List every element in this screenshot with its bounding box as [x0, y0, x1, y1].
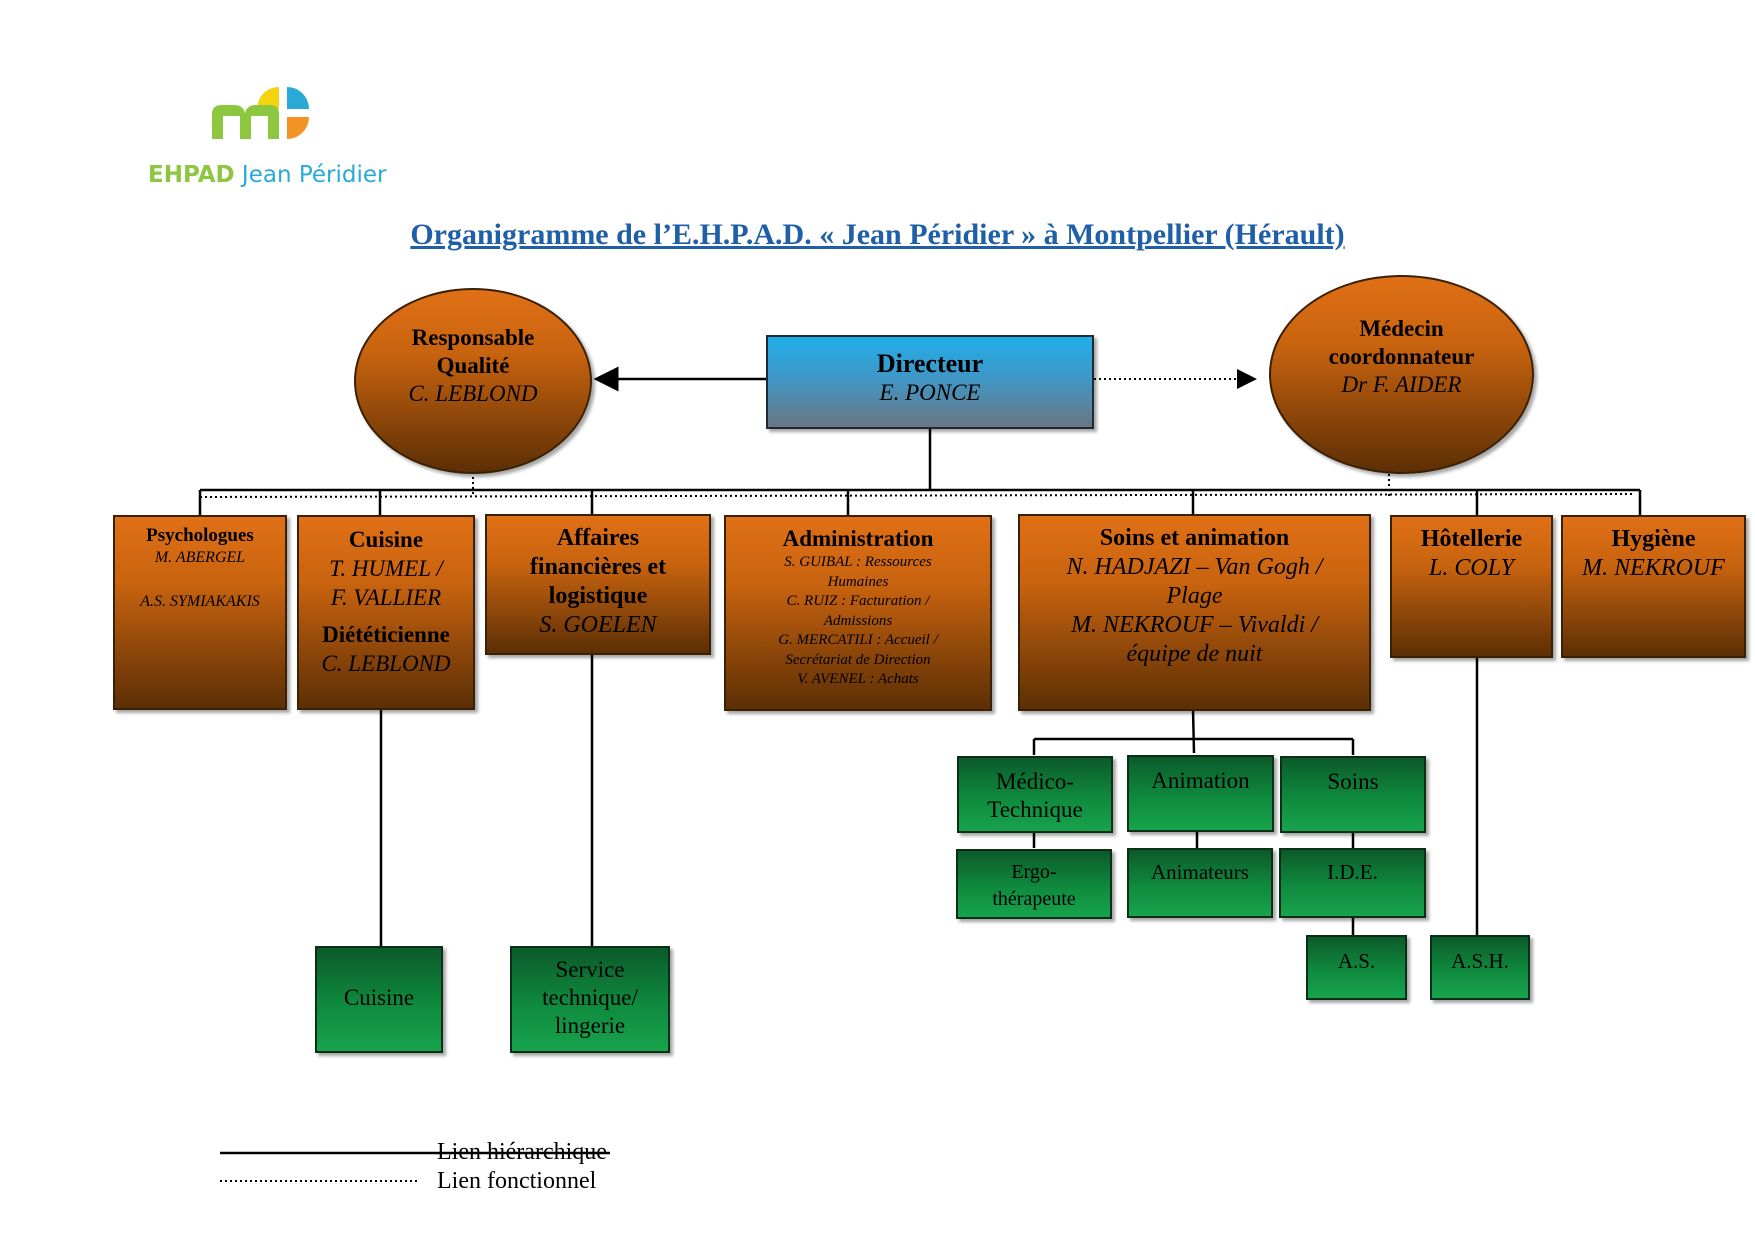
ergotherapeute-box: Ergo- thérapeute — [956, 849, 1112, 919]
administration-node: Administration S. GUIBAL : Ressources Hu… — [724, 515, 992, 711]
medico-technique-line-1: Médico- — [996, 769, 1074, 794]
hygiene-node: Hygiène M. NEKROUF — [1561, 515, 1746, 658]
ide-label: I.D.E. — [1327, 860, 1378, 884]
animateurs-label: Animateurs — [1151, 860, 1249, 884]
ergotherapeute-line-2: thérapeute — [992, 888, 1076, 910]
ehpad-logo-icon — [212, 87, 309, 139]
administration-line-4: Admissions — [823, 612, 893, 629]
affaires-label-1: Affaires — [556, 525, 640, 551]
legend-hierarchique-label: Lien hiérarchique — [437, 1139, 607, 1165]
cuisine-team-box: Cuisine — [315, 946, 443, 1053]
directeur-label: Directeur — [876, 349, 984, 378]
hotellerie-label: Hôtellerie — [1420, 526, 1523, 552]
animation-box: Animation — [1127, 755, 1274, 832]
cuisine-name-2: F. VALLIER — [330, 585, 442, 610]
soins-animation-line-4: équipe de nuit — [1126, 641, 1263, 667]
administration-line-5: G. MERCATILI : Accueil / — [778, 632, 938, 648]
hotellerie-name: L. COLY — [1429, 555, 1514, 581]
cuisine-name-1: T. HUMEL / — [329, 556, 443, 581]
psychologues-name-1: M. ABERGEL — [154, 549, 246, 566]
as-box: A.S. — [1306, 935, 1407, 1000]
medecin-name: Dr F. AIDER — [1341, 372, 1462, 397]
ash-label: A.S.H. — [1451, 949, 1509, 973]
responsable-qualite-label-2: Qualité — [436, 353, 510, 378]
cuisine-node: Cuisine T. HUMEL / F. VALLIER Diététicie… — [297, 515, 475, 710]
administration-line-1: S. GUIBAL : Ressources — [784, 554, 932, 570]
medico-technique-box: Médico- Technique — [957, 756, 1113, 833]
service-technique-box: Service technique/ lingerie — [510, 946, 670, 1053]
psychologues-name-2: A.S. SYMIAKAKIS — [140, 593, 260, 610]
responsable-qualite-label-1: Responsable — [411, 325, 535, 350]
administration-line-2: Humaines — [827, 573, 889, 590]
affaires-name: S. GOELEN — [539, 612, 657, 638]
medecin-coordonnateur-node: Médecin coordonnateur Dr F. AIDER — [1269, 275, 1534, 474]
logo-text: EHPAD Jean Péridier — [148, 162, 386, 188]
directeur-name: E. PONCE — [879, 380, 981, 405]
administration-line-7: V. AVENEL : Achats — [797, 671, 919, 687]
administration-line-3: C. RUIZ : Facturation / — [786, 593, 930, 609]
dieteticienne-label: Diététicienne — [322, 622, 450, 647]
ide-box: I.D.E. — [1279, 848, 1426, 918]
soins-animation-line-2: Plage — [1166, 583, 1223, 609]
logo-name: Jean Péridier — [241, 162, 387, 188]
soins-animation-line-1: N. HADJAZI – Van Gogh / — [1066, 554, 1323, 580]
hygiene-name: M. NEKROUF — [1582, 555, 1725, 581]
psychologues-label: Psychologues — [146, 525, 254, 546]
animateurs-box: Animateurs — [1127, 848, 1273, 918]
responsable-qualite-node: Responsable Qualité C. LEBLOND — [354, 288, 592, 474]
as-label: A.S. — [1337, 949, 1376, 973]
affaires-label-3: logistique — [548, 583, 648, 609]
psychologues-node: Psychologues M. ABERGEL A.S. SYMIAKAKIS — [113, 515, 287, 710]
affaires-financieres-node: Affaires financières et logistique S. GO… — [485, 514, 711, 655]
medecin-label-2: coordonnateur — [1328, 344, 1475, 369]
service-technique-line-3: lingerie — [554, 1013, 626, 1038]
administration-label: Administration — [782, 526, 934, 551]
soins-label: Soins — [1327, 769, 1379, 794]
affaires-label-2: financières et — [529, 554, 667, 580]
soins-animation-label: Soins et animation — [1099, 525, 1290, 551]
administration-line-6: Secrétariat de Direction — [785, 651, 931, 668]
medico-technique-line-2: Technique — [987, 797, 1083, 822]
service-technique-line-1: Service — [555, 957, 625, 982]
animation-label: Animation — [1151, 768, 1250, 793]
service-technique-line-2: technique/ — [542, 985, 638, 1010]
ergotherapeute-line-1: Ergo- — [1011, 861, 1057, 883]
responsable-qualite-name: C. LEBLOND — [408, 381, 538, 406]
ash-box: A.S.H. — [1430, 935, 1530, 1000]
soins-animation-line-3: M. NEKROUF – Vivaldi / — [1071, 612, 1318, 638]
medecin-label-1: Médecin — [1359, 316, 1444, 341]
hotellerie-node: Hôtellerie L. COLY — [1390, 515, 1553, 658]
page-title: Organigramme de l’E.H.P.A.D. « Jean Péri… — [410, 218, 1345, 251]
legend-fonctionnel-label: Lien fonctionnel — [437, 1168, 597, 1194]
logo-brand: EHPAD — [148, 162, 235, 188]
soins-animation-node: Soins et animation N. HADJAZI – Van Gogh… — [1018, 514, 1371, 711]
soins-box: Soins — [1280, 756, 1426, 833]
dieteticienne-name: C. LEBLOND — [321, 651, 451, 676]
directeur-node: Directeur E. PONCE — [766, 335, 1094, 429]
hygiene-label: Hygiène — [1611, 526, 1696, 552]
cuisine-team-label: Cuisine — [343, 985, 415, 1010]
cuisine-label: Cuisine — [348, 527, 424, 552]
